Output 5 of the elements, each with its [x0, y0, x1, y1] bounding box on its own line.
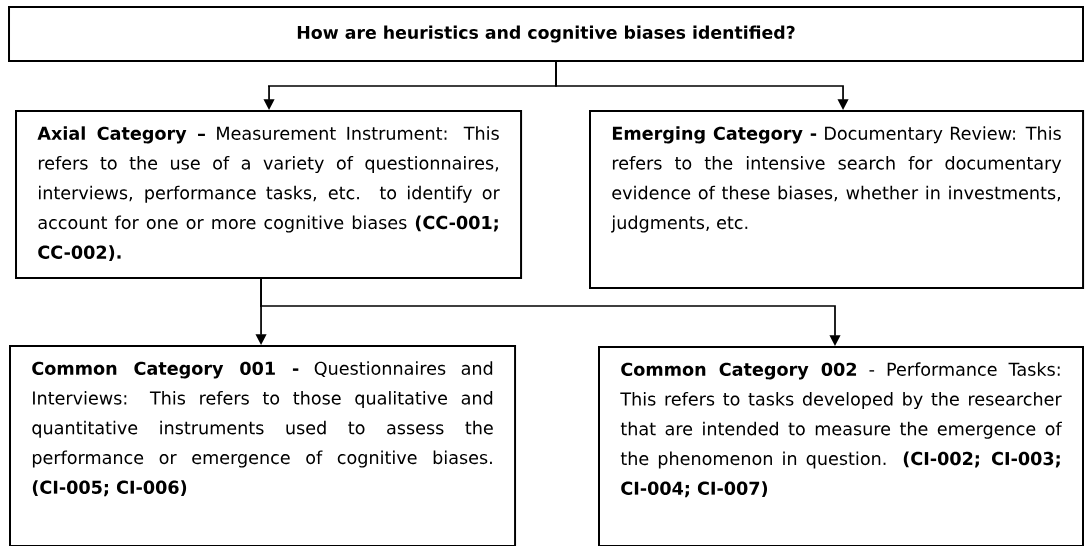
- category-box: Emerging Category - Documentary Review: This refers to the intensive search for documentary evidence of these biases, whether in investments, judgments, etc.: [589, 110, 1085, 290]
- category-box: Common Category 002 - Performance Tasks: This refers to tasks developed by the researcher that are intended to measure the emergence of the phenomenon in question. (CI-002; CI-003; CI-004; CI-007): [598, 346, 1084, 546]
- category-box: Common Category 001 - Questionnaires and Interviews: This refers to those qualitative and quantitative instruments used to assess the performance or emergence of cognitive biases. (CI-005; CI-006): [9, 345, 517, 546]
- category-box: Axial Category – Measurement Instrument: This refers to the use of a variety of questionnaires, interviews, performance tasks, etc. to identify or account for one or more cognitive biases (CC-001; CC-002).: [15, 110, 523, 279]
- title-box: How are heuristics and cognitive biases identified?: [8, 6, 1084, 62]
